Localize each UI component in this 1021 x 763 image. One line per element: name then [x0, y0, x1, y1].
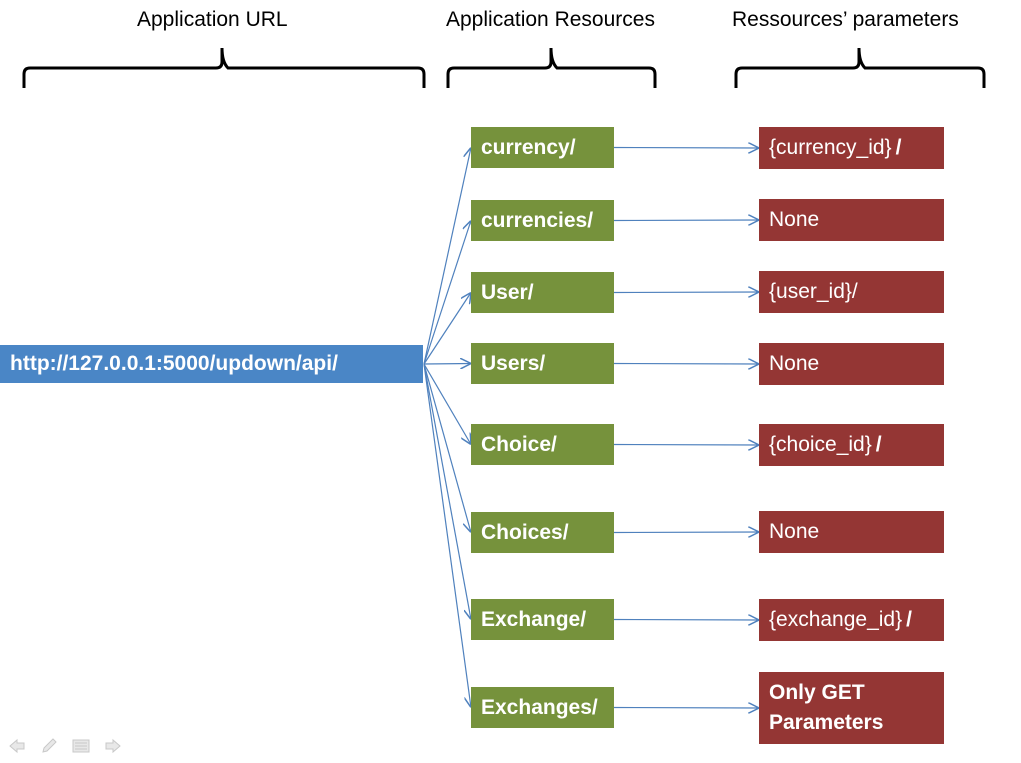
parameter-text: Only GET Parameters — [769, 681, 884, 734]
parameter-box: Only GET Parameters — [759, 672, 944, 744]
connector-resource-to-parameter — [613, 620, 759, 621]
parameter-box: {currency_id}/ — [759, 127, 944, 169]
parameter-slash: / — [875, 433, 882, 456]
back-arrow-icon[interactable] — [8, 738, 26, 754]
connector-url-to-resource — [423, 293, 471, 365]
connector-resource-to-parameter — [613, 532, 759, 533]
parameter-text: {exchange_id} — [769, 608, 903, 631]
parameter-box: None — [759, 511, 944, 553]
connector-resource-to-parameter — [613, 220, 759, 221]
connector-resource-to-parameter — [613, 364, 759, 365]
connector-url-to-resource — [423, 148, 471, 365]
connector-url-to-resource — [423, 363, 471, 533]
connector-resource-to-parameter — [613, 708, 759, 709]
header-resources-parameters: Ressources’ parameters — [732, 8, 959, 31]
resource-box: Exchange/ — [471, 599, 614, 640]
parameter-slash: / — [895, 136, 902, 159]
resource-box: Users/ — [471, 343, 614, 384]
connector-url-to-resource — [423, 363, 471, 445]
parameter-text: {choice_id} — [769, 433, 872, 456]
parameter-text: None — [769, 352, 820, 375]
menu-icon[interactable] — [72, 738, 90, 754]
resource-box: currency/ — [471, 127, 614, 168]
parameter-text: None — [769, 208, 820, 231]
resource-box: User/ — [471, 272, 614, 313]
resource-box: Choice/ — [471, 424, 614, 465]
connector-url-to-resource — [423, 364, 471, 365]
connector-url-to-resource — [423, 363, 471, 708]
parameter-box: {exchange_id}/ — [759, 599, 944, 641]
connector-resource-to-parameter — [613, 148, 759, 149]
brace-application-resources — [446, 47, 657, 88]
pen-icon[interactable] — [40, 738, 58, 754]
parameter-box: {user_id}/ — [759, 271, 944, 313]
resource-box: Exchanges/ — [471, 687, 614, 728]
parameter-text: {user_id}/ — [769, 280, 858, 303]
resource-box: Choices/ — [471, 512, 614, 553]
base-url-box: http://127.0.0.1:5000/updown/api/ — [0, 345, 423, 383]
slide-navigation — [8, 738, 122, 754]
parameter-box: None — [759, 199, 944, 241]
connector-resource-to-parameter — [613, 445, 759, 446]
header-application-resources: Application Resources — [446, 8, 655, 31]
brace-application-url — [22, 47, 426, 88]
forward-arrow-icon[interactable] — [104, 738, 122, 754]
parameter-box: {choice_id}/ — [759, 424, 944, 466]
connector-url-to-resource — [423, 221, 471, 365]
parameter-slash: / — [906, 608, 912, 631]
resource-box: currencies/ — [471, 200, 614, 241]
connector-url-to-resource — [423, 363, 471, 620]
parameter-text: {currency_id} — [769, 136, 892, 159]
parameter-text: None — [769, 520, 820, 543]
header-application-url: Application URL — [137, 8, 288, 31]
connector-resource-to-parameter — [613, 292, 759, 293]
brace-resources-parameters — [734, 47, 986, 88]
parameter-box: None — [759, 343, 944, 385]
